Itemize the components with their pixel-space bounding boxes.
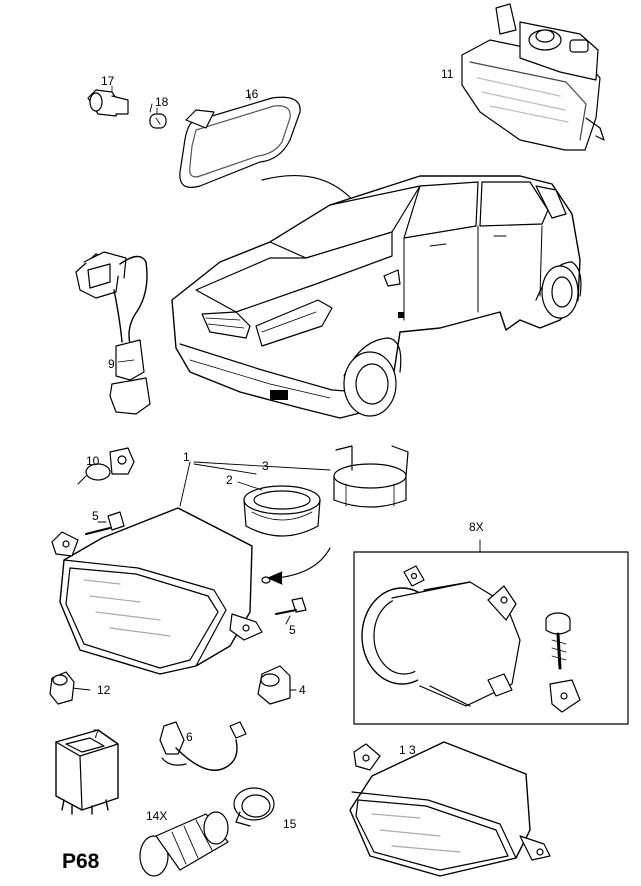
- part-11-lamp: [461, 3, 605, 151]
- callout-6: 6: [186, 730, 193, 744]
- part-5-screw-upper: [85, 511, 125, 535]
- callout-10: 10: [86, 454, 100, 468]
- callout-3: 3: [262, 459, 269, 473]
- leader-lines: [71, 103, 331, 691]
- part-4-bulb-holder: [257, 665, 291, 705]
- part-12-grommet: [49, 671, 75, 705]
- callout-8x: 8X: [469, 520, 484, 534]
- part-1-fog-lamp: [51, 507, 271, 675]
- part-6-bulb-lead: [159, 721, 247, 771]
- callout-14x: 14X: [146, 809, 168, 823]
- part-7-relay: [55, 729, 119, 815]
- part-14x-lamp-unit: [139, 811, 229, 877]
- part-10-bulb: [77, 447, 135, 485]
- part-16-side-repeater: [179, 93, 301, 188]
- car-illustration: [171, 175, 582, 419]
- callout-12: 12: [97, 683, 111, 697]
- callout-18: 18: [155, 95, 169, 109]
- part-17-bulb-holder: [87, 85, 129, 117]
- part-9-wiring-connector: [75, 251, 151, 415]
- callout-13: 1 3: [399, 743, 416, 757]
- callout-17: 17: [101, 74, 115, 88]
- callout-5-lower: 5: [289, 623, 296, 637]
- part-8x-box: [353, 539, 629, 725]
- part-13-fog-lamp: [349, 741, 551, 877]
- page-code: P68: [62, 850, 100, 873]
- callout-5-upper: 5: [92, 509, 99, 523]
- part-2-cover-cap: [243, 485, 321, 537]
- callout-1: 1: [183, 450, 190, 464]
- callout-7: 7: [93, 727, 100, 741]
- part-5-screw-lower: [275, 597, 307, 615]
- callout-2: 2: [226, 473, 233, 487]
- callout-4: 4: [299, 683, 306, 697]
- callout-15: 15: [283, 817, 297, 831]
- callout-11: 11: [441, 67, 454, 81]
- callout-16: 16: [245, 87, 259, 101]
- part-18-bulb: [149, 107, 167, 129]
- part-3-retaining-ring: [333, 445, 409, 508]
- part-15-clip-ring: [233, 787, 275, 827]
- callout-9: 9: [108, 357, 115, 371]
